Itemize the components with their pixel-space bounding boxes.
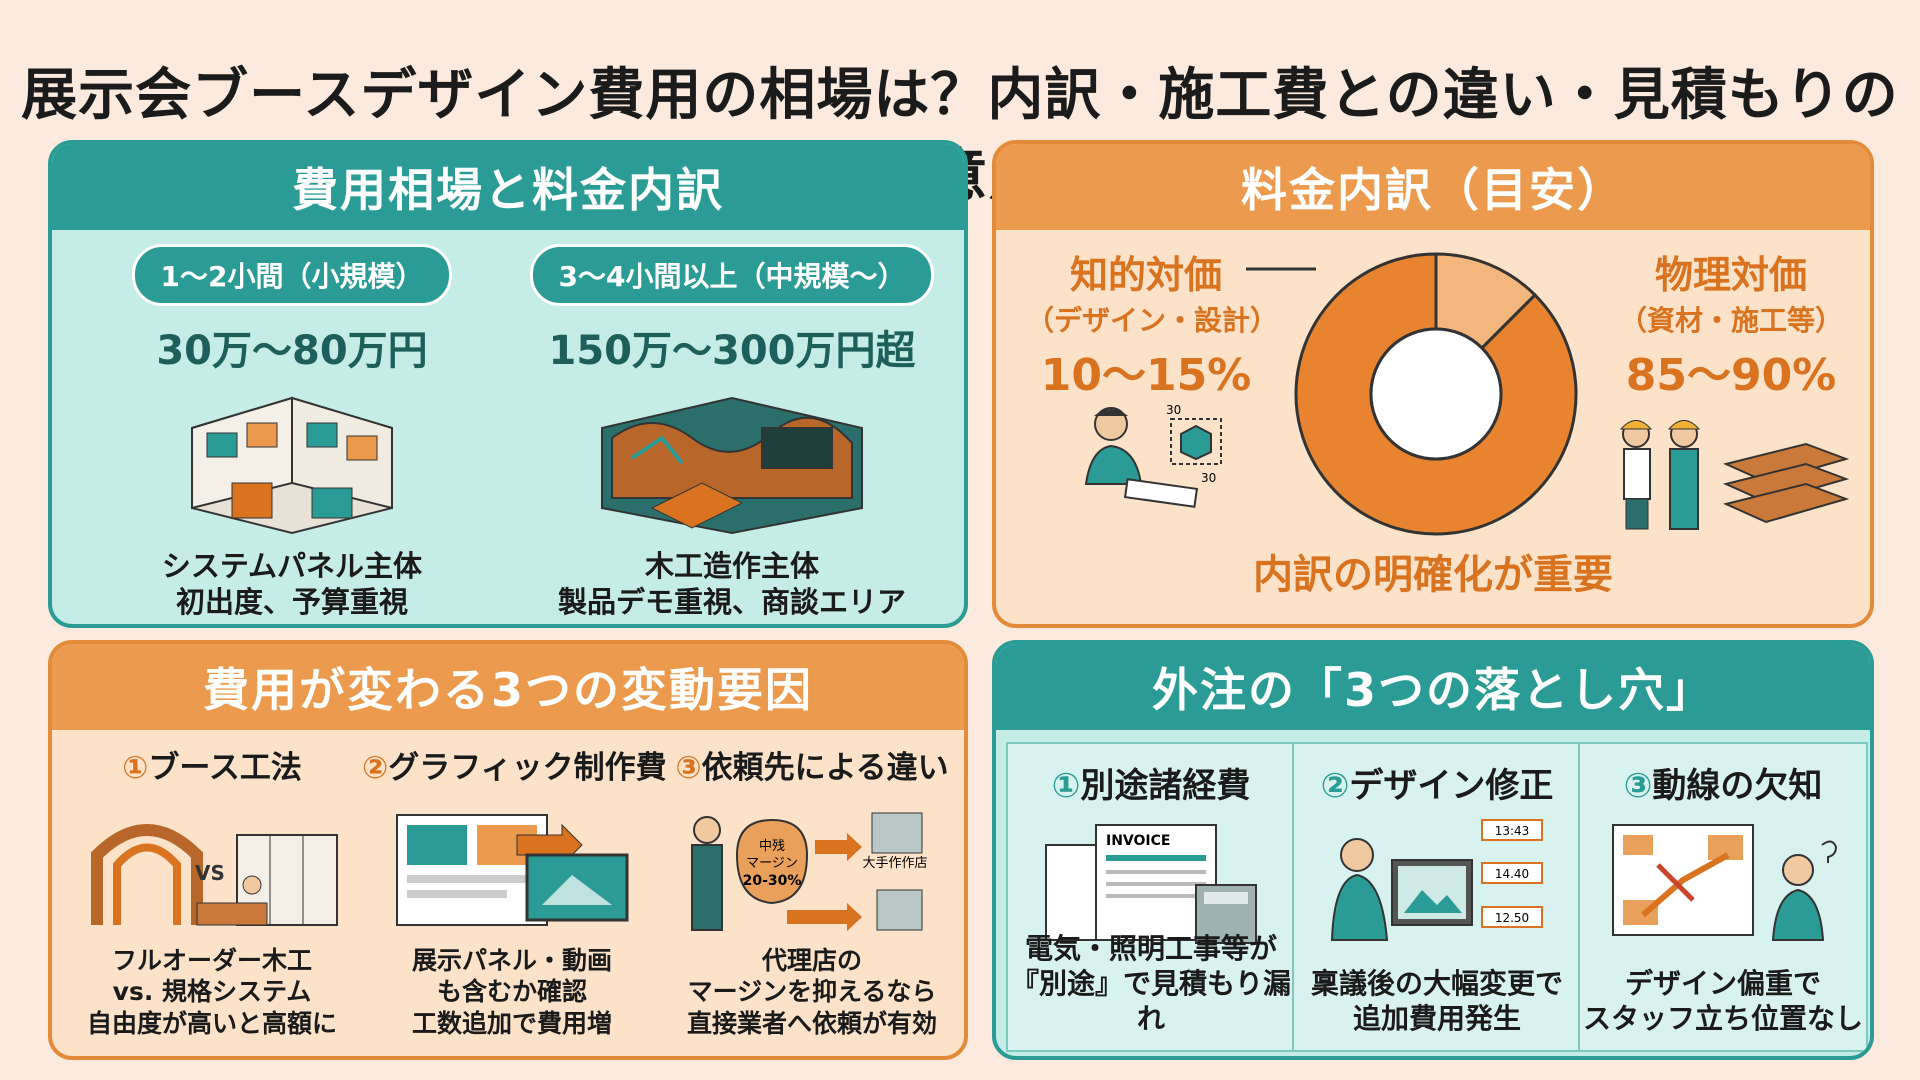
factors-panel-heading: 費用が変わる3つの変動要因 bbox=[52, 644, 964, 730]
cube-label-bottom: 30 bbox=[1201, 471, 1216, 485]
factor-3-desc-line2: マージンを抑えるなら bbox=[687, 977, 937, 1007]
time-1: 13:43 bbox=[1495, 824, 1530, 838]
pitfall-2: ②デザイン修正 13:43 14.40 12.50 稟議後の大幅変更で 追加費用… bbox=[1292, 742, 1582, 1052]
medium-booth-desc-line1: 木工造作主体 bbox=[644, 549, 819, 583]
factor-2-desc-line1: 展示パネル・動画 bbox=[411, 946, 612, 975]
pitfalls-panel-heading: 外注の「3つの落とし穴」 bbox=[996, 644, 1870, 730]
breakdown-panel-heading: 料金内訳（目安） bbox=[996, 144, 1870, 230]
pitfall-2-num: ② bbox=[1320, 766, 1350, 806]
designer-illustration: 30 30 bbox=[1084, 403, 1222, 508]
intellectual-pct: 10〜15% bbox=[1040, 350, 1252, 401]
small-booth-tag: 1〜2小間（小規模） bbox=[131, 244, 453, 306]
vs-label: VS bbox=[195, 861, 225, 885]
physical-sub: （資材・施工等） bbox=[1618, 304, 1843, 337]
pitfall-1-desc-line1: 電気・照明工事等が bbox=[1024, 932, 1277, 965]
breakdown-donut-chart bbox=[1294, 252, 1578, 536]
pitfall-3-desc-line1: デザイン偏重で bbox=[1624, 967, 1821, 1000]
donut-hole bbox=[1369, 327, 1503, 461]
medium-booth-tag: 3〜4小間以上（中規模〜） bbox=[529, 244, 935, 306]
pitfall-3-title: 動線の欠知 bbox=[1652, 766, 1823, 806]
pitfall-1-num: ① bbox=[1051, 766, 1081, 806]
agency-label: 大手作作店 bbox=[862, 856, 927, 871]
woodwork-booth-illustration bbox=[601, 396, 863, 535]
breakdown-panel: 料金内訳（目安） 知的対価 （デザイン・設計） 10〜15% 物理対価 （資材・… bbox=[992, 140, 1874, 628]
pitfall-3-desc-line2: スタッフ立ち位置なし bbox=[1582, 1002, 1863, 1035]
pitfall-1-desc-line2: 『別途』で見積もり漏れ bbox=[1010, 967, 1291, 1035]
invoice-label: INVOICE bbox=[1106, 833, 1170, 849]
cost-panel: 費用相場と料金内訳 1〜2小間（小規模） 30万〜80万円 システムパネル主体 … bbox=[48, 140, 968, 628]
intellectual-title: 知的対価 bbox=[1069, 253, 1222, 297]
small-booth-column: 1〜2小間（小規模） 30万〜80万円 システムパネル主体 初出度、予算重視 bbox=[72, 244, 512, 621]
pitfall-1-title: 別途諸経費 bbox=[1080, 766, 1251, 806]
invoice-illustration: INVOICE bbox=[1045, 824, 1257, 944]
intellectual-sub: （デザイン・設計） bbox=[1026, 304, 1279, 337]
leader-line bbox=[1246, 267, 1316, 271]
pitfall-3-num: ③ bbox=[1623, 766, 1653, 806]
factor-3-desc-line3: 直接業者へ依頼が有効 bbox=[686, 1008, 937, 1038]
workers-and-materials-illustration bbox=[1619, 420, 1850, 530]
agency-illustration: 中残 マージン 20-30% 大手作作店 bbox=[691, 812, 928, 931]
factor-2-title: グラフィック制作費 bbox=[388, 750, 667, 786]
pitfall-3: ③動線の欠知 デザイン偏重で スタッフ立ち位置なし bbox=[1578, 742, 1868, 1052]
intellectual-label: 知的対価 （デザイン・設計） 10〜15% bbox=[1026, 244, 1279, 403]
physical-pct: 85〜90% bbox=[1625, 350, 1837, 401]
factor-2: ②グラフィック制作費 展示パネル・動画 も含むか確認 工数追加で費用増 bbox=[362, 742, 667, 1039]
factor-3-title: 依頼先による違い bbox=[701, 750, 949, 786]
pitfall-2-desc-line1: 稟議後の大幅変更で bbox=[1310, 967, 1563, 1000]
factor-1-num: ① bbox=[122, 750, 149, 786]
factor-3-desc-line1: 代理店の bbox=[761, 946, 862, 975]
flow-plan-illustration bbox=[1612, 824, 1838, 941]
system-panel-booth-illustration bbox=[191, 396, 393, 535]
factor-1-desc-line1: フルオーダー木工 bbox=[111, 946, 312, 975]
medium-booth-column: 3〜4小間以上（中規模〜） 150万〜300万円超 木工造作主体 製品デモ重視、… bbox=[512, 244, 952, 621]
small-booth-desc-line1: システムパネル主体 bbox=[161, 549, 423, 583]
small-booth-price: 30万〜80万円 bbox=[156, 328, 428, 374]
physical-title: 物理対価 bbox=[1654, 253, 1807, 297]
small-booth-desc-line2: 初出度、予算重視 bbox=[175, 585, 408, 620]
factor-1-title: ブース工法 bbox=[148, 750, 302, 786]
factor-3: ③依頼先による違い 中残 マージン 20-30% 大手作作店 代理店の マージン… bbox=[662, 742, 962, 1039]
factor-2-desc-line3: 工数追加で費用増 bbox=[411, 1008, 612, 1038]
factor-1-desc-line2: vs. 規格システム bbox=[112, 977, 312, 1007]
bag-line1: 中残 bbox=[759, 839, 785, 854]
factor-2-num: ② bbox=[362, 750, 389, 786]
time-2: 14.40 bbox=[1495, 867, 1529, 881]
time-3: 12.50 bbox=[1495, 911, 1529, 925]
pitfalls-panel: 外注の「3つの落とし穴」 ①別途諸経費 INVOICE 電気・照明工事等が 『別… bbox=[992, 640, 1874, 1060]
factor-1-desc-line3: 自由度が高いと高額に bbox=[86, 1008, 337, 1038]
factors-panel: 費用が変わる3つの変動要因 ①ブース工法 VS フルオーダー木工 vs. 規格シ… bbox=[48, 640, 968, 1060]
bag-line3: 20-30% bbox=[743, 873, 802, 889]
breakdown-footer: 内訳の明確化が重要 bbox=[1253, 552, 1613, 598]
medium-booth-price: 150万〜300万円超 bbox=[548, 328, 916, 374]
design-revision-illustration: 13:43 14.40 12.50 bbox=[1330, 819, 1543, 941]
physical-label: 物理対価 （資材・施工等） 85〜90% bbox=[1606, 244, 1856, 403]
bag-line2: マージン bbox=[746, 856, 798, 871]
pitfall-1: ①別途諸経費 INVOICE 電気・照明工事等が 『別途』で見積もり漏れ bbox=[1006, 742, 1296, 1052]
cost-panel-heading: 費用相場と料金内訳 bbox=[52, 144, 964, 230]
booth-method-illustration: VS bbox=[91, 824, 338, 926]
pitfall-2-desc-line2: 追加費用発生 bbox=[1352, 1002, 1521, 1035]
cube-label-top: 30 bbox=[1166, 403, 1181, 417]
pitfall-2-title: デザイン修正 bbox=[1349, 766, 1554, 806]
graphics-illustration bbox=[396, 814, 629, 926]
factor-3-num: ③ bbox=[675, 750, 702, 786]
factor-2-desc-line2: も含むか確認 bbox=[436, 977, 587, 1007]
medium-booth-desc-line2: 製品デモ重視、商談エリア bbox=[557, 585, 906, 620]
factor-1: ①ブース工法 VS フルオーダー木工 vs. 規格システム 自由度が高いと高額に bbox=[62, 742, 362, 1039]
